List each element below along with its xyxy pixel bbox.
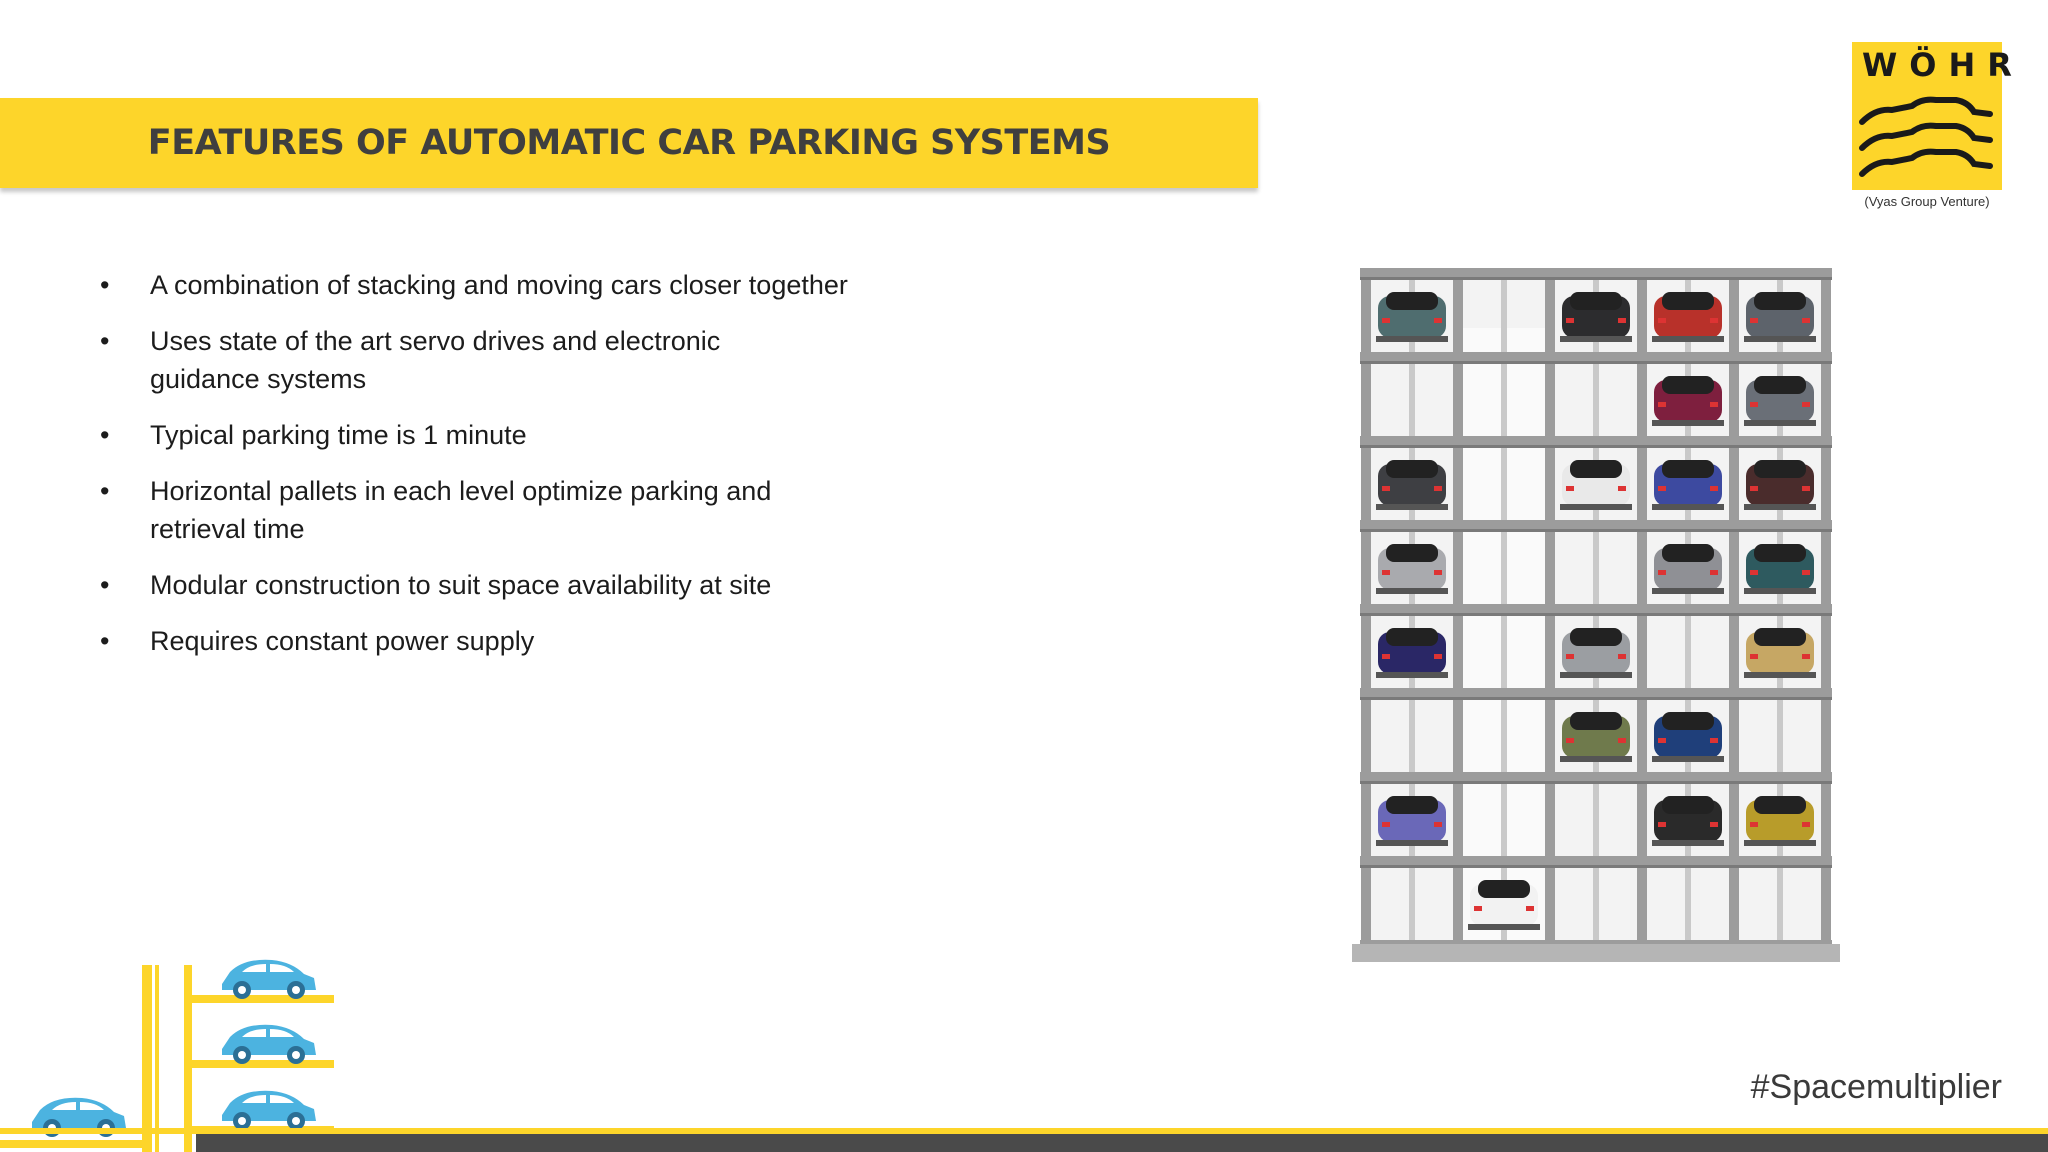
- list-item: • Uses state of the art servo drives and …: [100, 322, 740, 398]
- wohr-logo: WÖHR (Vyas Group Venture): [1852, 42, 2024, 212]
- footer-stripe-yellow: [0, 1128, 2048, 1134]
- bullet-text: A combination of stacking and moving car…: [150, 270, 848, 300]
- bullet-marker: •: [100, 326, 110, 356]
- bullet-marker: •: [100, 270, 110, 300]
- bullet-marker: •: [100, 420, 110, 450]
- footer-stripe-dark: [196, 1134, 2048, 1152]
- parking-tower-illustration: [1352, 268, 1840, 962]
- list-item: • A combination of stacking and moving ca…: [100, 266, 900, 304]
- list-item: • Horizontal pallets in each level optimi…: [100, 472, 850, 548]
- slide-title: FEATURES OF AUTOMATIC CAR PARKING SYSTEM…: [147, 123, 1111, 163]
- bullet-text: Typical parking time is 1 minute: [150, 420, 527, 450]
- hashtag-text: #Spacemultiplier: [1750, 1068, 2002, 1106]
- list-item: • Requires constant power supply: [100, 622, 900, 660]
- bullet-marker: •: [100, 570, 110, 600]
- bullet-text: Requires constant power supply: [150, 626, 535, 656]
- logo-brand-text: WÖHR: [1862, 46, 2024, 84]
- bullet-text: Modular construction to suit space avail…: [150, 570, 772, 600]
- parking-levels-icon: [1859, 96, 1993, 177]
- logo-subtitle: (Vyas Group Venture): [1864, 194, 1990, 209]
- list-item: • Modular construction to suit space avai…: [100, 566, 900, 604]
- feature-list: • A combination of stacking and moving ca…: [100, 266, 900, 678]
- bullet-text: Uses state of the art servo drives and e…: [150, 326, 721, 394]
- bullet-text: Horizontal pallets in each level optimiz…: [150, 476, 772, 544]
- title-band: FEATURES OF AUTOMATIC CAR PARKING SYSTEM…: [0, 98, 1258, 188]
- bullet-marker: •: [100, 476, 110, 506]
- list-item: • Typical parking time is 1 minute: [100, 416, 900, 454]
- parking-decoration-graphic: [0, 959, 334, 1152]
- bullet-marker: •: [100, 626, 110, 656]
